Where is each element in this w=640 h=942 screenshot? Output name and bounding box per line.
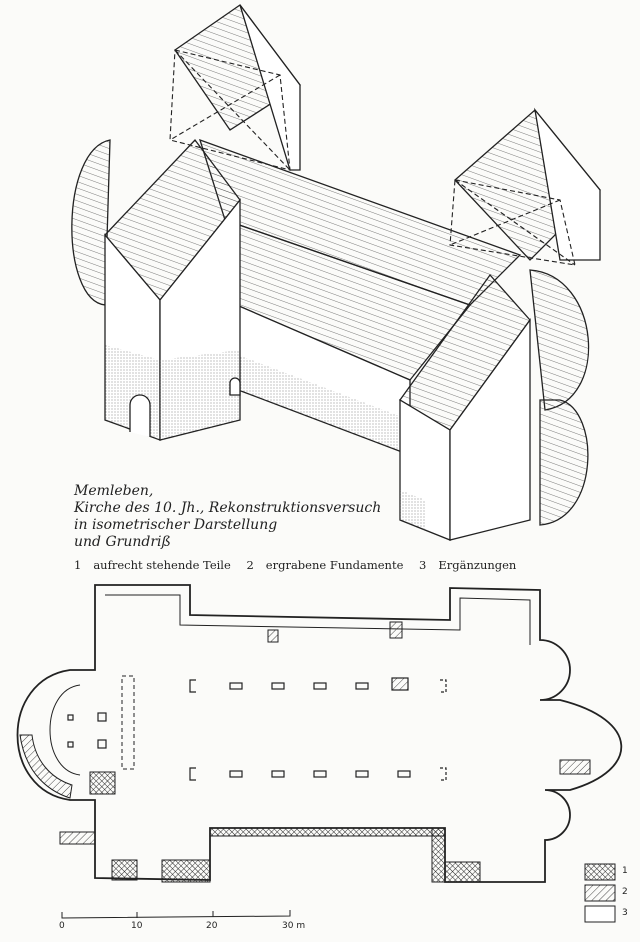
inner-apse xyxy=(49,684,81,776)
legend-num: 1 xyxy=(74,558,82,572)
scale-bar xyxy=(61,910,291,919)
right-apse xyxy=(529,269,590,411)
scale-tick-label: 10 xyxy=(131,921,143,931)
piers xyxy=(67,677,447,781)
right-tower-side xyxy=(449,318,531,541)
legend-swatches xyxy=(584,863,616,923)
window xyxy=(229,377,241,396)
scale-tick-label: 20 xyxy=(206,921,218,931)
legend-swatch-1 xyxy=(584,863,616,881)
legend-label: aufrecht stehende Teile xyxy=(93,558,231,572)
legend-swatch-num: 1 xyxy=(622,866,628,876)
legend-num: 3 xyxy=(419,558,427,572)
legend-label: ergrabene Fundamente xyxy=(265,558,404,572)
caption-line: Kirche des 10. Jh., Rekonstruktionsversu… xyxy=(74,500,382,516)
legend-label: Ergänzungen xyxy=(438,558,517,572)
legend-swatch-2 xyxy=(584,884,616,902)
legend-swatch-num: 3 xyxy=(622,908,628,918)
scale-tick-label: 30 m xyxy=(282,921,306,931)
plan-outline xyxy=(16,584,623,883)
legend-text: 1 aufrecht stehende Teile 2 ergrabene Fund… xyxy=(74,558,528,572)
legend-swatch-3 xyxy=(584,905,616,923)
legend-swatch-num: 2 xyxy=(622,887,628,897)
scale-tick-label: 0 xyxy=(59,921,65,931)
left-apse xyxy=(71,139,111,306)
floor-plan xyxy=(16,584,623,883)
caption-line: und Grundriß xyxy=(74,534,171,550)
legend-num: 2 xyxy=(246,558,254,572)
caption-line: in isometrischer Darstellung xyxy=(74,517,278,533)
door-arch xyxy=(129,394,151,437)
caption-line: Memleben, xyxy=(74,483,154,499)
isometric-view xyxy=(71,4,601,541)
figure-caption: Memleben, Kirche des 10. Jh., Rekonstruk… xyxy=(74,483,381,551)
tower-reconstruction-dashed xyxy=(169,49,576,266)
